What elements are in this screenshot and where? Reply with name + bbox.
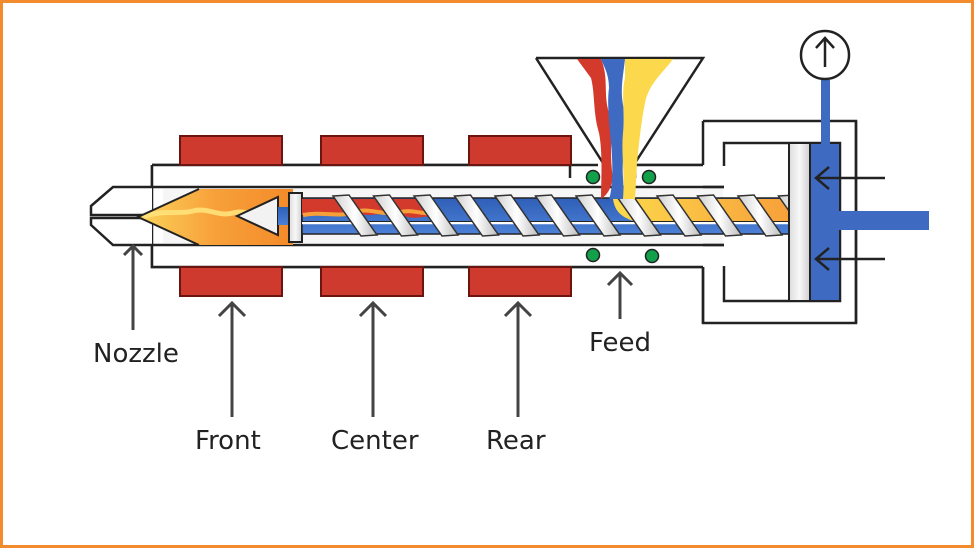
hydraulic-cylinder <box>809 142 841 302</box>
heater-front-top <box>179 135 283 166</box>
melt-cone <box>138 189 293 245</box>
screw-flight <box>453 194 500 237</box>
heater-center-top <box>320 135 424 166</box>
screw-flight <box>534 194 581 237</box>
front-pointer-arrow <box>217 300 247 417</box>
label-front: Front <box>195 426 261 456</box>
center-pointer-arrow <box>358 300 388 417</box>
hydraulic-line-out <box>839 211 929 230</box>
heater-center-bottom <box>320 266 424 297</box>
heater-front-bottom <box>179 266 283 297</box>
nozzle <box>89 185 152 247</box>
pressure-gauge-icon <box>799 29 851 81</box>
label-feed: Feed <box>589 328 651 358</box>
label-nozzle: Nozzle <box>93 339 179 369</box>
check-ring <box>288 192 303 243</box>
gauge-line <box>821 80 830 144</box>
rear-pointer-arrow <box>503 300 533 417</box>
label-center: Center <box>331 426 419 456</box>
screw-flight <box>331 194 379 237</box>
screw-flight <box>736 194 784 237</box>
colorant-red <box>577 59 613 199</box>
cooling-dot <box>641 169 657 185</box>
colorant-yellow <box>622 59 673 199</box>
feed-pointer-arrow <box>606 270 634 319</box>
pressure-arrow-bottom <box>814 247 885 271</box>
screw-flight <box>493 194 541 237</box>
colorant-blue <box>601 59 627 199</box>
injection-molding-diagram: Nozzle Front Center Rear Feed <box>89 29 929 456</box>
screw-flights <box>331 194 824 237</box>
screw-flight <box>412 194 460 237</box>
heater-rear-top <box>468 135 572 166</box>
screw-flight <box>574 194 622 237</box>
heater-rear-bottom <box>468 266 572 297</box>
nozzle-pointer-arrow <box>122 243 144 330</box>
cooling-channels <box>585 169 660 264</box>
label-rear: Rear <box>486 426 546 456</box>
pressure-arrow-top <box>814 166 885 190</box>
cooling-dot <box>585 247 601 263</box>
cooling-dot <box>644 248 660 264</box>
piston-plate <box>788 142 811 302</box>
screw-flight <box>372 194 419 237</box>
screw-flight <box>696 194 743 237</box>
heater-bands <box>179 135 572 297</box>
screw-flight <box>655 194 703 237</box>
cooling-dot <box>585 169 601 185</box>
